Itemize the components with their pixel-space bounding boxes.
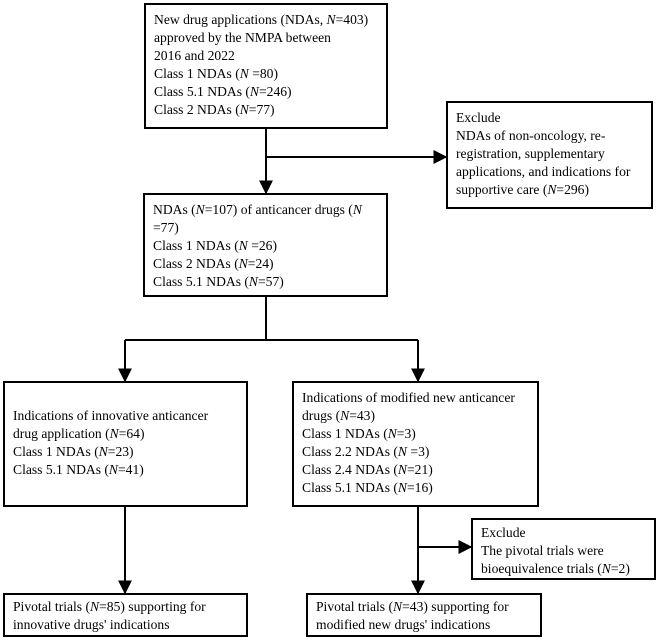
- box-anticancer: NDAs (N=107) of anticancer drugs (N =77)…: [143, 193, 388, 297]
- box-line: New drug applications (NDAs, N=403): [154, 12, 369, 27]
- box-line: NDAs (N=107) of anticancer drugs (N: [153, 202, 362, 217]
- box-innovative: Indications of innovative anticancer dru…: [3, 381, 248, 507]
- box-line: Class 1 NDAs (N =26): [153, 238, 277, 253]
- box-exclude-bottom: Exclude The pivotal trials were bioequiv…: [471, 518, 656, 580]
- box-line: Pivotal trials (N=43) supporting for: [316, 599, 509, 614]
- box-line: NDAs of non-oncology, re-: [456, 128, 606, 143]
- box-line: =77): [153, 220, 179, 235]
- box-line: Class 2 NDAs (N=77): [154, 102, 275, 117]
- box-line: 2016 and 2022: [154, 48, 235, 63]
- box-line: Class 5.1 NDAs (N=16): [302, 480, 433, 495]
- box-line: Class 1 NDAs (N =80): [154, 66, 278, 81]
- box-line: Indications of modified new anticancer: [302, 390, 515, 405]
- box-line: innovative drugs' indications: [13, 617, 170, 632]
- box-line: Class 1 NDAs (N=3): [302, 426, 416, 441]
- box-line: The pivotal trials were: [481, 543, 604, 558]
- box-line: Class 2.4 NDAs (N=21): [302, 462, 433, 477]
- box-line: Class 1 NDAs (N=23): [13, 444, 134, 459]
- box-line: registration, supplementary: [456, 146, 605, 161]
- box-line: applications, and indications for: [456, 164, 631, 179]
- box-line: Indications of innovative anticancer: [13, 408, 209, 423]
- box-modified: Indications of modified new anticancer d…: [292, 381, 539, 507]
- box-line: Class 2 NDAs (N=24): [153, 256, 274, 271]
- box-line: Class 2.2 NDAs (N =3): [302, 444, 430, 459]
- box-line: Pivotal trials (N=85) supporting for: [13, 599, 206, 614]
- box-line: Class 5.1 NDAs (N=246): [154, 84, 292, 99]
- box-line: modified new drugs' indications: [316, 617, 491, 632]
- box-line: approved by the NMPA between: [154, 30, 331, 45]
- box-line: bioequivalence trials (N=2): [481, 561, 630, 576]
- box-nda-total: New drug applications (NDAs, N=403) appr…: [144, 3, 388, 129]
- box-pivotal-innovative: Pivotal trials (N=85) supporting for inn…: [3, 593, 248, 637]
- box-exclude-top: Exclude NDAs of non-oncology, re- regist…: [446, 101, 653, 209]
- box-line: Exclude: [481, 525, 526, 540]
- box-pivotal-modified: Pivotal trials (N=43) supporting for mod…: [306, 593, 542, 637]
- box-line: drugs (N=43): [302, 408, 376, 423]
- box-line: Class 5.1 NDAs (N=57): [153, 274, 284, 289]
- box-line: supportive care (N=296): [456, 182, 590, 197]
- box-line: drug application (N=64): [13, 426, 145, 441]
- box-line: Class 5.1 NDAs (N=41): [13, 462, 144, 477]
- box-line: Exclude: [456, 110, 501, 125]
